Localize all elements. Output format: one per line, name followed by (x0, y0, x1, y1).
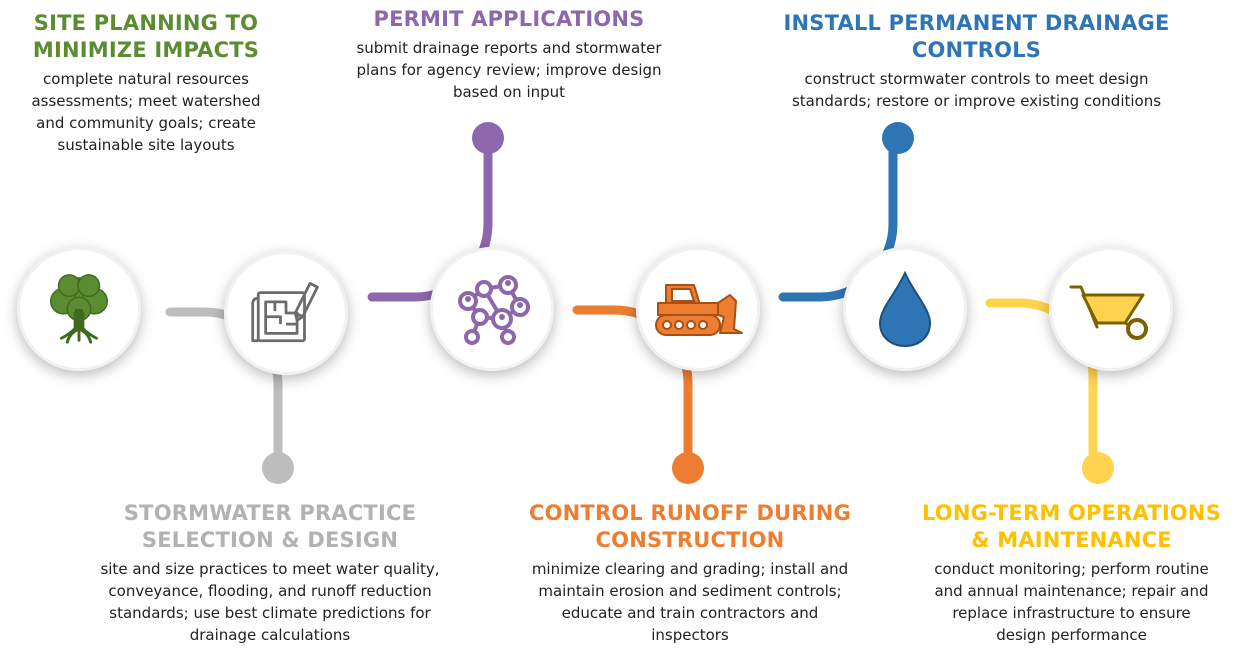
step-description-line: and annual maintenance; repair and (934, 582, 1209, 600)
connector-dot-control-runoff (672, 452, 704, 484)
step-title-line: SELECTION & DESIGN (141, 528, 399, 552)
step-description-line: conduct monitoring; perform routine (934, 560, 1209, 578)
step-description-line: inspectors (651, 626, 729, 644)
step-description-line: design performance (996, 626, 1147, 644)
step-description-line: maintain erosion and sediment controls; (538, 582, 842, 600)
step-description-line: based on input (452, 83, 566, 101)
step-operations-maintenance: LONG-TERM OPERATIONS & MAINTENANCE condu… (900, 500, 1243, 646)
step-description-line: replace infrastructure to ensure (952, 604, 1191, 622)
step-title: PERMIT APPLICATIONS (300, 6, 718, 33)
step-description: complete natural resources assessments; … (0, 68, 292, 156)
step-description-line: drainage calculations (189, 626, 351, 644)
step-circle-install-controls (843, 247, 967, 371)
step-description: site and size practices to meet water qu… (40, 558, 500, 646)
step-title-line: CONTROL RUNOFF DURING (528, 501, 851, 525)
step-control-runoff: CONTROL RUNOFF DURING CONSTRUCTION minim… (490, 500, 890, 646)
step-title-line: SITE PLANNING TO (33, 11, 259, 35)
step-description-line: submit drainage reports and stormwater (356, 39, 662, 57)
step-description-line: site and size practices to meet water qu… (100, 560, 440, 578)
step-description: submit drainage reports and stormwater p… (300, 37, 718, 103)
step-title: LONG-TERM OPERATIONS & MAINTENANCE (900, 500, 1243, 554)
step-circle-permit-applications (430, 247, 554, 371)
step-description-line: standards; use best climate predictions … (109, 604, 431, 622)
step-site-planning: SITE PLANNING TO MINIMIZE IMPACTS comple… (0, 10, 292, 156)
step-description: conduct monitoring; perform routine and … (900, 558, 1243, 646)
step-circle-control-runoff (636, 247, 760, 371)
step-description-line: educate and train contractors and (561, 604, 819, 622)
step-description-line: conveyance, flooding, and runoff reducti… (108, 582, 432, 600)
connector-dot-install-controls (882, 122, 914, 154)
bulldozer-icon (655, 284, 743, 336)
step-title-line: INSTALL PERMANENT DRAINAGE (783, 11, 1170, 35)
step-install-controls: INSTALL PERMANENT DRAINAGE CONTROLS cons… (730, 10, 1223, 112)
wheelbarrow-icon (1069, 285, 1148, 340)
step-title-line: PERMIT APPLICATIONS (373, 7, 645, 31)
step-circle-operations-maintenance (1049, 247, 1173, 371)
step-title: INSTALL PERMANENT DRAINAGE CONTROLS (730, 10, 1223, 64)
step-title: SITE PLANNING TO MINIMIZE IMPACTS (0, 10, 292, 64)
step-description-line: and community goals; create (36, 114, 256, 132)
step-title-line: & MAINTENANCE (971, 528, 1172, 552)
step-description-line: standards; restore or improve existing c… (791, 92, 1162, 110)
step-title-line: STORMWATER PRACTICE (123, 501, 417, 525)
step-title: STORMWATER PRACTICE SELECTION & DESIGN (40, 500, 500, 554)
step-description-line: minimize clearing and grading; install a… (531, 560, 849, 578)
step-description-line: plans for agency review; improve design (356, 61, 662, 79)
connector-dot-permit-applications (472, 122, 504, 154)
network-icon (458, 275, 530, 345)
step-title-line: CONSTRUCTION (595, 528, 785, 552)
step-description-line: assessments; meet watershed (31, 92, 261, 110)
step-description-line: construct stormwater controls to meet de… (804, 70, 1149, 88)
blueprint-icon (251, 282, 319, 343)
step-title-line: LONG-TERM OPERATIONS (921, 501, 1222, 525)
step-description-line: sustainable site layouts (57, 136, 235, 154)
step-practice-selection: STORMWATER PRACTICE SELECTION & DESIGN s… (40, 500, 500, 646)
water-drop-icon (878, 270, 932, 348)
step-circle-site-planning (17, 247, 141, 371)
step-permit-applications: PERMIT APPLICATIONS submit drainage repo… (300, 6, 718, 103)
tree-icon (49, 274, 109, 344)
connector-dot-operations-maintenance (1082, 452, 1114, 484)
step-description: minimize clearing and grading; install a… (490, 558, 890, 646)
step-title: CONTROL RUNOFF DURING CONSTRUCTION (490, 500, 890, 554)
step-title-line: MINIMIZE IMPACTS (32, 38, 260, 62)
step-description: construct stormwater controls to meet de… (730, 68, 1223, 112)
step-title-line: CONTROLS (911, 38, 1042, 62)
step-circle-practice-selection (224, 251, 348, 375)
step-description-line: complete natural resources (43, 70, 249, 88)
connector-dot-practice-selection (262, 452, 294, 484)
